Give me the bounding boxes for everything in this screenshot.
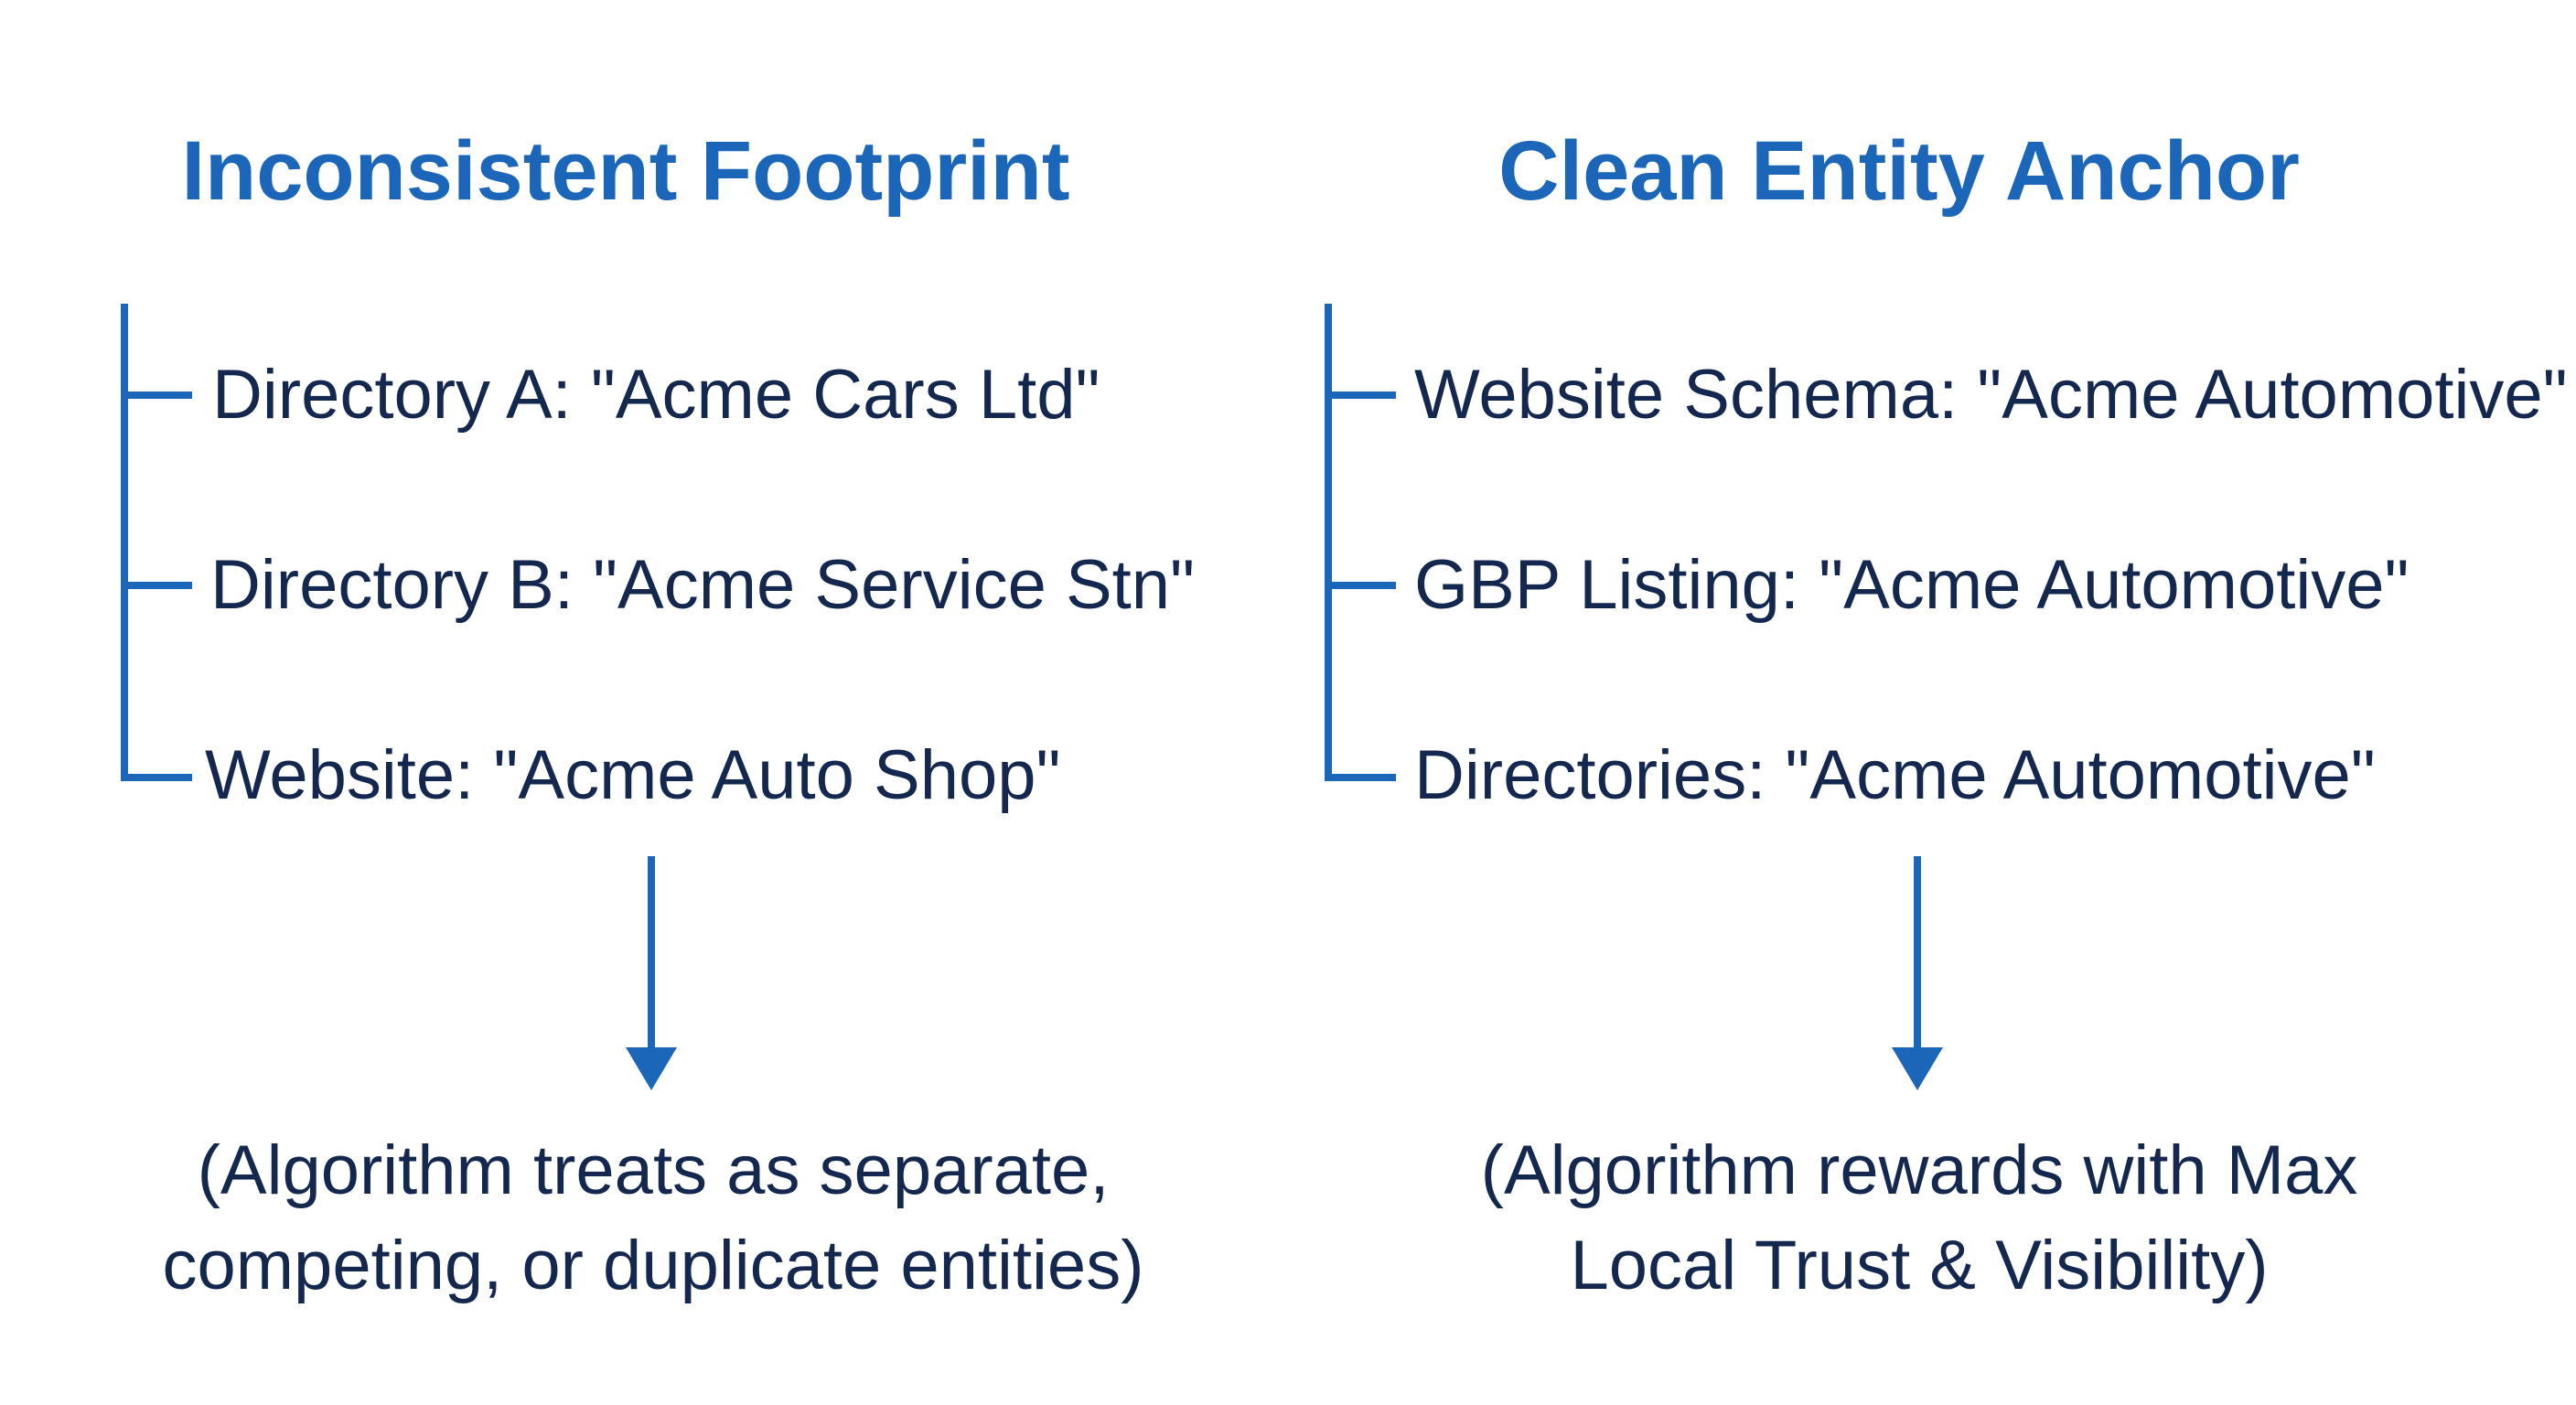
right-outcome-line-2: Local Trust & Visibility)	[1570, 1227, 2269, 1304]
left-outcome-line-1: (Algorithm treats as separate,	[197, 1132, 1110, 1209]
left-outcome-line-2: competing, or duplicate entities)	[162, 1227, 1144, 1304]
right-item-website-schema: Website Schema: "Acme Automotive"	[1414, 356, 2568, 434]
right-item-gbp-listing: GBP Listing: "Acme Automotive"	[1414, 546, 2410, 624]
right-outcome-line-1: (Algorithm rewards with Max	[1480, 1132, 2358, 1209]
right-down-arrow	[1892, 856, 1943, 1090]
left-item-directory-b: Directory B: "Acme Service Stn"	[210, 546, 1196, 624]
right-outcome-text: (Algorithm rewards with Max Local Trust …	[1325, 1123, 2514, 1314]
left-down-arrow	[626, 856, 677, 1090]
left-bracket	[121, 304, 192, 781]
left-item-directory-a: Directory A: "Acme Cars Ltd"	[212, 356, 1100, 434]
right-bracket	[1325, 304, 1396, 781]
left-column-title: Inconsistent Footprint	[181, 124, 1070, 218]
right-column-title: Clean Entity Anchor	[1498, 124, 2300, 218]
left-outcome-text: (Algorithm treats as separate, competing…	[59, 1123, 1248, 1314]
left-item-website: Website: "Acme Auto Shop"	[205, 736, 1061, 814]
right-item-directories: Directories: "Acme Automotive"	[1414, 736, 2376, 814]
